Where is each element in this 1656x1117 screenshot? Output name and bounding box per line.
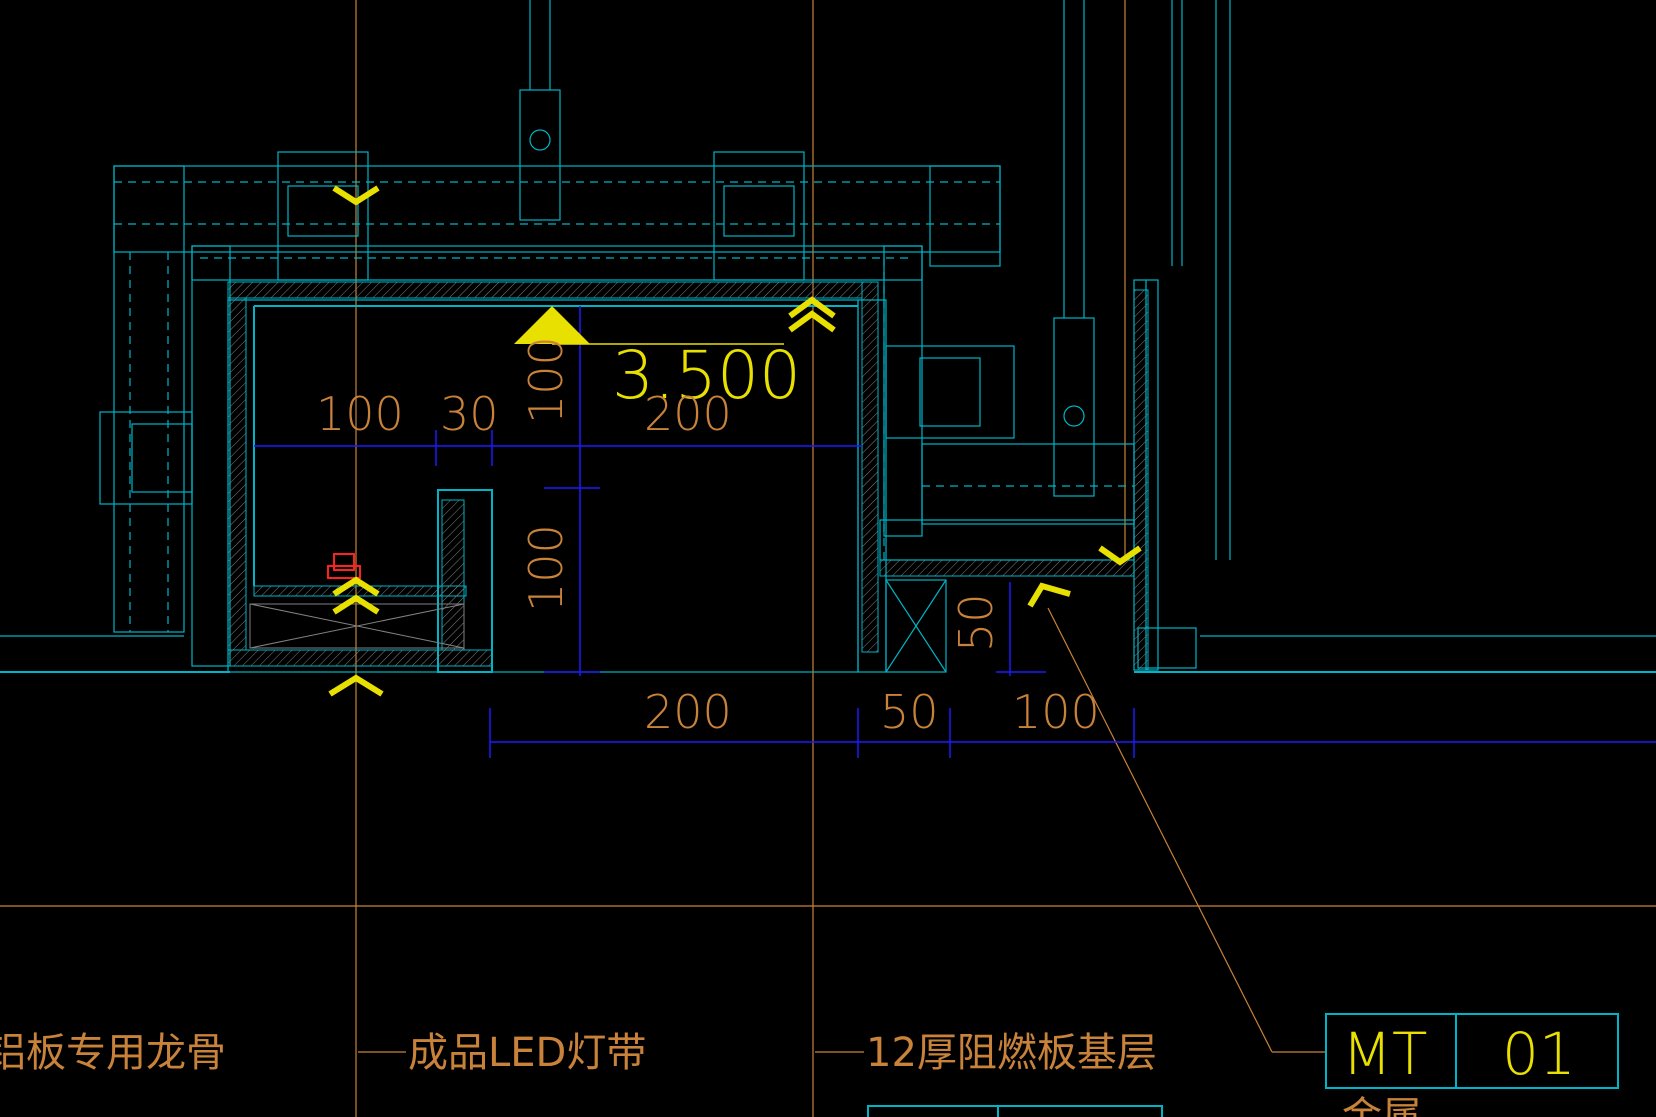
- material-note: 金属: [1342, 1094, 1422, 1117]
- elevation-value: 3.500: [612, 337, 801, 414]
- material-tag: MT 01 金属: [1325, 1013, 1619, 1117]
- led-fixture: [327, 553, 361, 579]
- label-aluminum-keel: 铝板专用龙骨: [0, 1030, 226, 1076]
- keel-frame: [0, 0, 1656, 673]
- dimension-texts: 100 30 200 100 100 200 50 100 50: [316, 336, 1100, 739]
- wood-block: [249, 603, 465, 649]
- label-fire-board-base: 12厚阻燃板基层: [866, 1030, 1157, 1076]
- dimension-lines: [254, 306, 1656, 758]
- label-led-strip: 成品LED灯带: [408, 1030, 646, 1076]
- elevation-marker: 3.500: [514, 306, 801, 414]
- material-code: MT: [1342, 1020, 1427, 1088]
- material-number: 01: [1502, 1020, 1576, 1088]
- dim-top-100: 100: [316, 387, 404, 441]
- dim-bottom-200: 200: [644, 685, 732, 739]
- section-marks: [328, 185, 1142, 697]
- board-layers: [227, 281, 1149, 671]
- dim-bottom-100: 100: [1012, 685, 1100, 739]
- dim-vert-100-upper: 100: [519, 336, 573, 424]
- dim-top-200: 200: [644, 387, 732, 441]
- callout-labels: 铝板专用龙骨 成品LED灯带 12厚阻燃板基层: [0, 1030, 1157, 1076]
- dim-vert-100-lower: 100: [519, 524, 573, 612]
- bottom-table: [867, 1105, 1163, 1117]
- dim-top-30: 30: [440, 387, 499, 441]
- dim-vert-50: 50: [949, 593, 1003, 652]
- dim-bottom-50: 50: [880, 685, 939, 739]
